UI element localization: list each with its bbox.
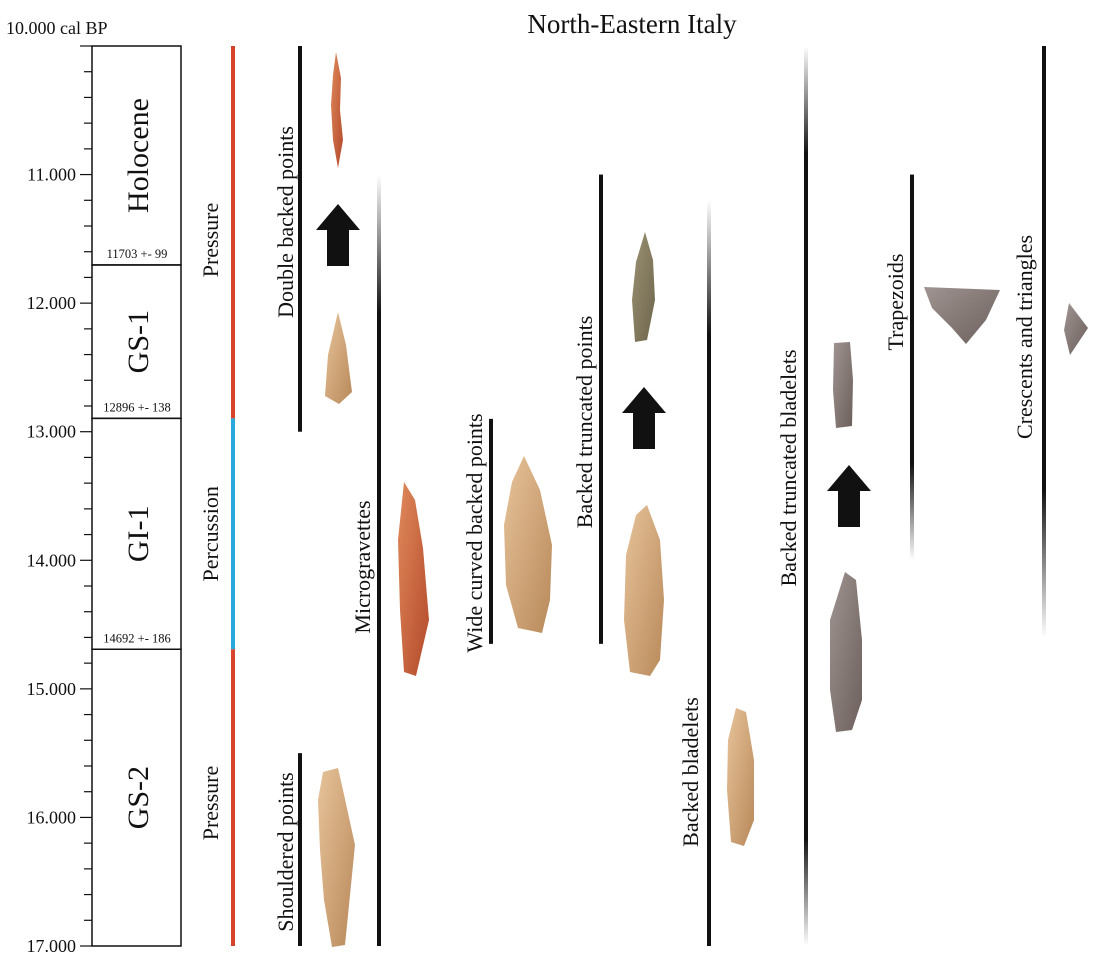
artifact-backed-truncated-bladelet-1	[833, 342, 853, 428]
axis-tick-label: 14.000	[27, 550, 77, 570]
tool-type-wide-curved-backed-points: Wide curved backed points	[462, 413, 493, 653]
tool-type-trapezoids: Trapezoids	[883, 174, 914, 561]
artifact-trapezoid	[924, 287, 1000, 344]
period-name: GS-2	[122, 766, 155, 829]
tool-label: Shouldered points	[273, 772, 298, 932]
tool-label: Trapezoids	[883, 254, 908, 351]
axis-tick-label: 16.000	[27, 807, 77, 827]
range-bar	[804, 46, 808, 946]
up-arrow-icon	[622, 387, 666, 449]
artifact-backed-truncated-point-1	[632, 232, 655, 342]
artifact-double-backed-point	[331, 52, 343, 168]
artifact-microgravette	[398, 482, 429, 676]
artifact-backed-bladelet	[727, 708, 754, 846]
period-name: GS-1	[122, 310, 155, 373]
tool-label: Microgravettes	[350, 500, 375, 633]
tool-label: Crescents and triangles	[1012, 235, 1037, 439]
artifact-images	[318, 52, 1088, 947]
up-arrow-icon	[827, 465, 871, 527]
technique-label: Percussion	[198, 486, 223, 581]
tool-type-double-backed-points: Double backed points	[273, 46, 302, 432]
diagram-title: North-Eastern Italy	[527, 9, 737, 39]
axis-tick-label: 17.000	[27, 936, 77, 956]
artifact-wide-curved-backed-point	[504, 456, 552, 633]
period-name: Holocene	[122, 98, 155, 213]
technique-bar	[231, 418, 235, 650]
technique-label: Pressure	[198, 203, 223, 278]
artifact-backed-truncated-point-2	[624, 505, 664, 676]
tool-type-crescents-and-triangles: Crescents and triangles	[1012, 46, 1046, 638]
period-boundary-date: 11703 +- 99	[107, 247, 168, 261]
time-axis	[80, 45, 92, 947]
axis-tick-label: 15.000	[27, 679, 77, 699]
range-bar	[599, 174, 603, 644]
period-name: GI-1	[122, 505, 155, 562]
range-bar	[298, 753, 302, 946]
technique-bar	[231, 649, 235, 946]
range-bar	[910, 174, 914, 561]
evolution-arrows	[316, 204, 871, 527]
period-boundary-date: 12896 +- 138	[103, 400, 170, 414]
tool-label: Backed truncated bladelets	[776, 349, 801, 586]
tool-type-microgravettes: Microgravettes	[350, 174, 381, 947]
tool-type-shouldered-points: Shouldered points	[273, 753, 302, 946]
period-box	[91, 648, 182, 947]
tool-type-backed-truncated-points: Backed truncated points	[572, 174, 603, 644]
axis-tick-label: 10.000 cal BP	[6, 18, 108, 38]
tool-type-backed-bladelets: Backed bladelets	[678, 200, 711, 947]
tool-type-backed-truncated-bladelets: Backed truncated bladelets	[776, 46, 808, 946]
tool-label: Wide curved backed points	[462, 413, 487, 652]
period-boundary-date: 14692 +- 186	[103, 631, 170, 645]
technique-bar	[231, 46, 235, 419]
tool-type-ranges: Double backed points Shouldered points M…	[273, 46, 1046, 947]
axis-tick-label: 13.000	[27, 422, 77, 442]
range-bar	[298, 46, 302, 432]
up-arrow-icon	[316, 204, 360, 266]
time-axis-labels: 10.000 cal BP 11.000 12.000 13.000 14.000 15.…	[6, 18, 108, 956]
artifact-double-backed-point-2	[325, 312, 352, 404]
tool-label: Backed bladelets	[678, 697, 703, 847]
artifact-crescent-triangle	[1064, 303, 1088, 355]
artifact-shouldered-point	[318, 768, 355, 947]
technique-label: Pressure	[198, 766, 223, 841]
range-bar	[1042, 46, 1046, 638]
axis-tick-label: 12.000	[27, 293, 77, 313]
artifact-backed-truncated-bladelet-2	[830, 572, 862, 732]
range-bar	[489, 418, 493, 644]
axis-tick-label: 11.000	[27, 165, 76, 185]
tool-label: Double backed points	[273, 126, 298, 318]
tool-label: Backed truncated points	[572, 316, 597, 529]
range-bar	[707, 200, 711, 947]
range-bar	[377, 174, 381, 947]
